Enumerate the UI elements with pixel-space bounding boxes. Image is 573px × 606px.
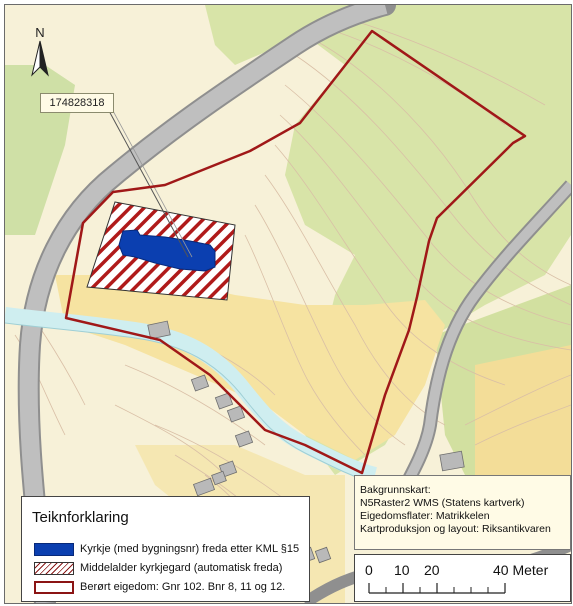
building — [211, 470, 227, 486]
field-area-right — [475, 345, 571, 475]
north-label: N — [35, 25, 45, 40]
legend-item-label: Kyrkje (med bygningsnr) freda etter KML … — [80, 543, 300, 555]
building — [226, 405, 246, 423]
scale-label: 40 Meter — [493, 562, 549, 578]
map-frame: N 174828318 Bakgrunnskart: N5Raster2 WMS… — [4, 4, 572, 604]
scale-bar: 0 10 20 40 Meter — [354, 554, 571, 602]
callout-leader — [107, 108, 189, 258]
source-info-box: Bakgrunnskart: N5Raster2 WMS (Statens ka… — [354, 475, 571, 550]
callout-leader-shadow — [111, 108, 193, 258]
buildings — [147, 320, 465, 564]
river-bank — [5, 322, 376, 484]
forest-area-top — [205, 5, 571, 475]
source-line: Kartproduksjon og layout: Riksantikvaren — [360, 523, 551, 535]
property-swatch-icon — [34, 580, 74, 594]
legend-item-label: Middelalder kyrkjegard (automatisk freda… — [80, 562, 283, 574]
building — [439, 450, 465, 472]
building-id-callout: 174828318 — [40, 93, 114, 113]
building — [192, 477, 216, 497]
source-line: N5Raster2 WMS (Statens kartverk) — [360, 497, 525, 509]
hatch-swatch-icon — [34, 561, 74, 575]
source-line: Eigedomsflater: Matrikkelen — [360, 510, 490, 522]
legend: Teiknforklaring Kyrkje (med bygningsnr) … — [21, 496, 310, 602]
building — [190, 374, 210, 392]
church-building — [118, 229, 216, 272]
building — [314, 546, 332, 564]
road-left-edge — [19, 5, 388, 603]
church-swatch-icon — [34, 542, 74, 556]
source-line: Bakgrunnskart: — [360, 484, 431, 496]
scale-ticks — [368, 583, 506, 594]
legend-title: Teiknforklaring — [32, 509, 129, 526]
property-outline — [64, 29, 527, 475]
scale-label: 10 — [394, 562, 410, 578]
scale-label: 0 — [365, 562, 373, 578]
legend-item-churchyard: Middelalder kyrkjegard (automatisk freda… — [34, 560, 282, 576]
north-arrow: N — [29, 26, 51, 80]
legend-item-label: Berørt eigedom: Gnr 102. Bnr 8, 11 og 12… — [80, 581, 286, 593]
legend-item-church: Kyrkje (med bygningsnr) freda etter KML … — [34, 541, 299, 557]
legend-item-property: Berørt eigedom: Gnr 102. Bnr 8, 11 og 12… — [34, 579, 285, 595]
road-right-edge — [380, 181, 571, 528]
scale-label: 20 — [424, 562, 440, 578]
building — [147, 320, 171, 340]
building — [234, 430, 254, 448]
building — [214, 392, 234, 410]
field-area-center — [55, 275, 445, 460]
north-arrow-icon — [31, 40, 49, 77]
